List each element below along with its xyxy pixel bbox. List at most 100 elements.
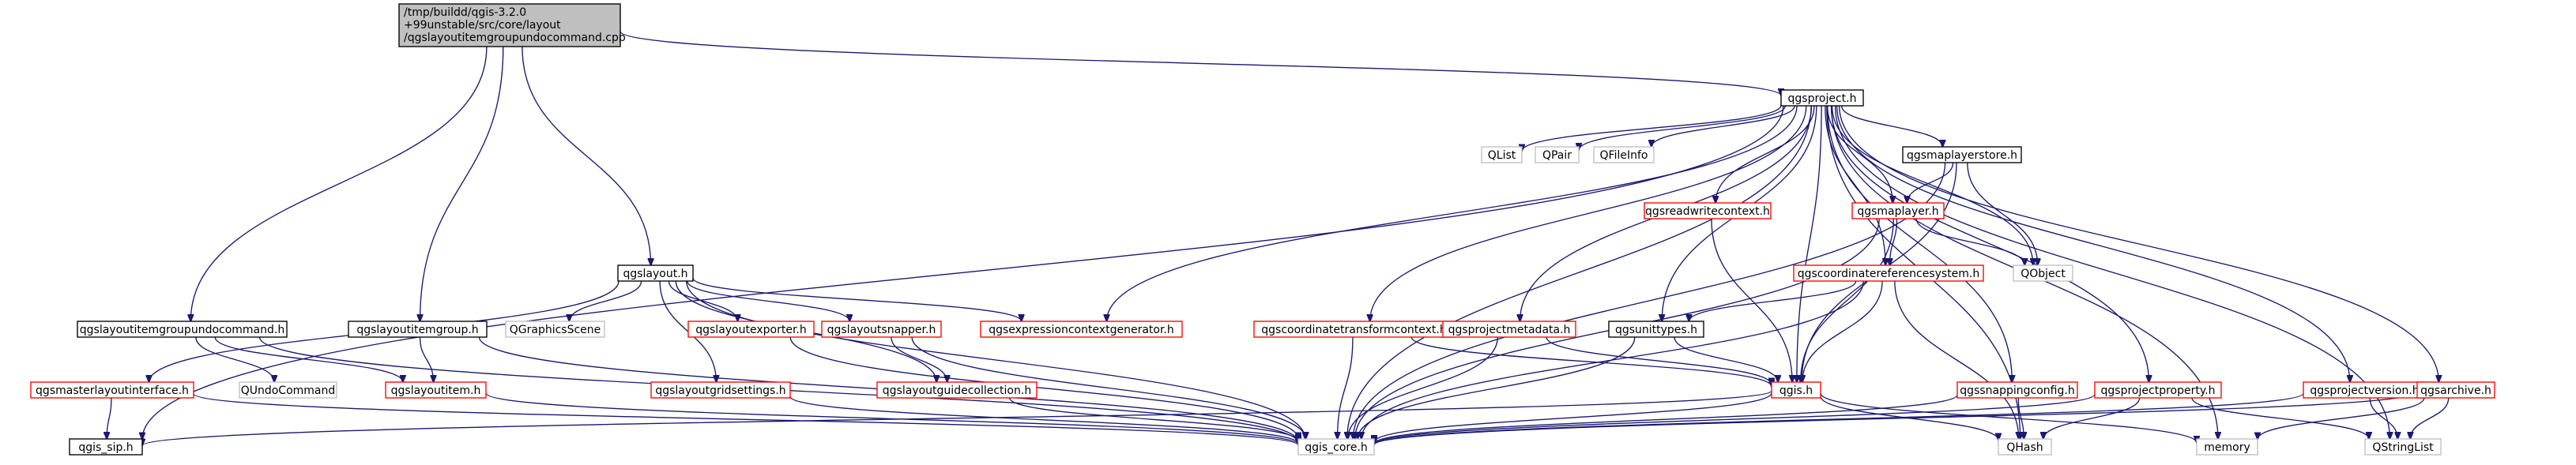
node-box — [2094, 381, 2222, 399]
node-qstringlist[interactable]: QStringList — [2364, 438, 2442, 456]
node-box — [876, 381, 1038, 399]
node-box — [1771, 381, 1821, 399]
edge-qgsproject_h-to-qgsmaplayerstore_h — [1840, 105, 1943, 147]
node-box — [1481, 146, 1523, 163]
node-box — [687, 321, 815, 338]
node-qgsunittypes-h[interactable]: qgsunittypes.h — [1608, 321, 1704, 338]
node-label: qgsexpressioncontextgenerator.h — [989, 324, 1174, 336]
node-box — [1535, 146, 1580, 163]
node-label: qgslayoutexporter.h — [695, 324, 807, 336]
node-box — [1442, 321, 1576, 338]
edge-qgsprojectmetadata_h-to-qgis_core_h — [1348, 336, 1498, 439]
node-qgsreadwritecontext-h[interactable]: qgsreadwritecontext.h — [1644, 202, 1772, 219]
node-qgsprojectmetadata-h[interactable]: qgsprojectmetadata.h — [1442, 321, 1576, 338]
node-qgsmasterlayoutinterface-h[interactable]: qgsmasterlayoutinterface.h — [30, 381, 194, 399]
node-box — [1956, 381, 2078, 399]
node-label: qgsmaplayerstore.h — [1907, 149, 2017, 162]
node-label: qgslayout.h — [623, 268, 687, 280]
edge-qgsproject_h-to-qgsreadwritecontext_h — [1715, 105, 1815, 203]
node-box — [2013, 264, 2073, 282]
node-label: QHash — [2006, 441, 2043, 454]
edge-qgsmasterlayoutinterface_h-to-qgis_core_h — [193, 393, 1298, 445]
node-qgssnappingconfig-h[interactable]: qgssnappingconfig.h — [1956, 381, 2078, 399]
edge-qgslayout_h-to-qgraphicsscene — [569, 280, 642, 321]
node-qgslayout-h[interactable]: qgslayout.h — [617, 264, 694, 282]
node-label: qgslayoutitemgroup.h — [356, 324, 478, 336]
node-label: qgsunittypes.h — [1615, 324, 1697, 336]
node-qgslayoutgridsettings-h[interactable]: qgslayoutgridsettings.h — [650, 381, 791, 399]
node-qundocommand[interactable]: QUndoCommand — [239, 381, 337, 399]
node-qgscoordinatetransformcontext-h[interactable]: qgscoordinatetransformcontext.h — [1253, 321, 1455, 338]
node-qobject[interactable]: QObject — [2013, 264, 2073, 282]
node-box — [77, 321, 288, 338]
edge-qgsproject_h-to-qstringlist — [1834, 105, 2390, 439]
node-qhash[interactable]: QHash — [1998, 438, 2052, 456]
edge-qgscoordinatereferencesystem_h-to-qhash — [1894, 280, 2019, 439]
edge-qgsproject_h-to-qgssnappingconfig_h — [1827, 105, 2013, 382]
node-qgsmaplayer-h[interactable]: qgsmaplayer.h — [1851, 202, 1945, 219]
node-qgis-sip-h[interactable]: qgis_sip.h — [69, 438, 143, 456]
node-box — [1644, 202, 1772, 219]
edge-qgssnappingconfig_h-to-qgis_core_h — [1374, 394, 1958, 444]
edge-qgsarchive_h-to-memory — [2258, 397, 2425, 439]
edge-qgslayoutgridsettings_h-to-qgis_core_h — [789, 396, 1298, 443]
node-qgsexpressioncontextgenerator-h[interactable]: qgsexpressioncontextgenerator.h — [980, 321, 1183, 338]
node-box — [1902, 146, 2022, 163]
node-label: qgslayoutguidecollection.h — [883, 384, 1031, 397]
node-label: qgscoordinatereferencesystem.h — [1798, 268, 1980, 280]
node-label: QUndoCommand — [241, 384, 336, 397]
edge-qgslayout_h-to-qgis_core_h — [686, 280, 1305, 439]
edge-qgsproject_h-to-qgscoordinatereferencesystem_h — [1825, 105, 1885, 265]
node-label: qgsarchive.h — [2420, 384, 2491, 397]
node-qgis-h[interactable]: qgis.h — [1771, 381, 1821, 399]
node-box — [1780, 89, 1864, 107]
node-qgsproject-h[interactable]: qgsproject.h — [1780, 89, 1864, 107]
node-box — [1851, 202, 1945, 219]
node-qgsmaplayerstore-h[interactable]: qgsmaplayerstore.h — [1902, 146, 2022, 163]
node-root-file[interactable]: /tmp/buildd/qgis-3.2.0+99unstable/src/co… — [398, 3, 626, 47]
edge-qgsproject_h-to-qobject — [1831, 105, 2033, 265]
edge-qgsmaplayer_h-to-qobject — [1915, 218, 2024, 265]
edge-qgsproject_h-to-qgis_h — [1797, 105, 1822, 382]
node-box — [1793, 264, 1984, 282]
edge-qgsproject_h-to-qgsarchive_h — [1839, 105, 2439, 382]
node-qgraphicsscene[interactable]: QGraphicsScene — [505, 321, 605, 338]
edge-qgsproject_h-to-qpair — [1579, 105, 1787, 150]
edge-qgslayoutitemgroup_h-to-qgslayoutitem_h — [419, 336, 434, 382]
node-label: QList — [1488, 149, 1516, 162]
edge-qgis_h-to-qgis_core_h — [1374, 392, 1772, 442]
node-qpair[interactable]: QPair — [1535, 146, 1580, 163]
node-qgslayoutitemgroupundocommand-h[interactable]: qgslayoutitemgroupundocommand.h — [77, 321, 288, 338]
node-qgsarchive-h[interactable]: qgsarchive.h — [2416, 381, 2495, 399]
node-qgslayoutsnapper-h[interactable]: qgslayoutsnapper.h — [821, 321, 942, 338]
node-qgslayoutitemgroup-h[interactable]: qgslayoutitemgroup.h — [348, 321, 488, 338]
node-box — [617, 264, 694, 282]
node-label: qgis_sip.h — [78, 441, 133, 454]
node-box — [2196, 438, 2258, 456]
node-qfileinfo[interactable]: QFileInfo — [1593, 146, 1655, 163]
edge-qgsmasterlayoutinterface_h-to-qgis_sip_h — [107, 397, 112, 439]
node-qgscoordinatereferencesystem-h[interactable]: qgscoordinatereferencesystem.h — [1793, 264, 1984, 282]
node-qgslayoutexporter-h[interactable]: qgslayoutexporter.h — [687, 321, 815, 338]
node-qgsprojectversion-h[interactable]: qgsprojectversion.h — [2303, 381, 2427, 399]
edge-qgslayout_h-to-qgslayoutexporter_h — [668, 280, 738, 321]
edge-qgslayout_h-to-qgslayoutsnapper_h — [687, 280, 849, 321]
node-box — [385, 381, 487, 399]
edge-qgis_h-to-memory — [1820, 392, 2197, 443]
node-label: qgis_core.h — [1305, 441, 1368, 454]
edge-qgsproject_h-to-qgsexpressioncontextgenerator_h — [1107, 105, 1798, 321]
node-qgis-core-h[interactable]: qgis_core.h — [1297, 438, 1375, 456]
node-qgsprojectproperty-h[interactable]: qgsprojectproperty.h — [2094, 381, 2222, 399]
node-memory[interactable]: memory — [2196, 438, 2258, 456]
node-label: QFileInfo — [1600, 149, 1648, 162]
node-qlist[interactable]: QList — [1481, 146, 1523, 163]
edge-qgsmaplayer_h-to-qgis_h — [1801, 218, 1894, 382]
node-label: qgsprojectmetadata.h — [1448, 324, 1571, 336]
node-qgslayoutitem-h[interactable]: qgslayoutitem.h — [385, 381, 487, 399]
edge-qgsprojectversion_h-to-qgis_core_h — [1374, 392, 2304, 444]
nodes-layer: /tmp/buildd/qgis-3.2.0+99unstable/src/co… — [30, 3, 2495, 456]
edge-qgsproject_h-to-qgsmaplayer_h — [1827, 105, 1893, 203]
edge-qgsunittypes_h-to-qgis_h — [1674, 336, 1778, 382]
node-label: qgslayoutitemgroupundocommand.h — [80, 324, 284, 336]
node-qgslayoutguidecollection-h[interactable]: qgslayoutguidecollection.h — [876, 381, 1038, 399]
